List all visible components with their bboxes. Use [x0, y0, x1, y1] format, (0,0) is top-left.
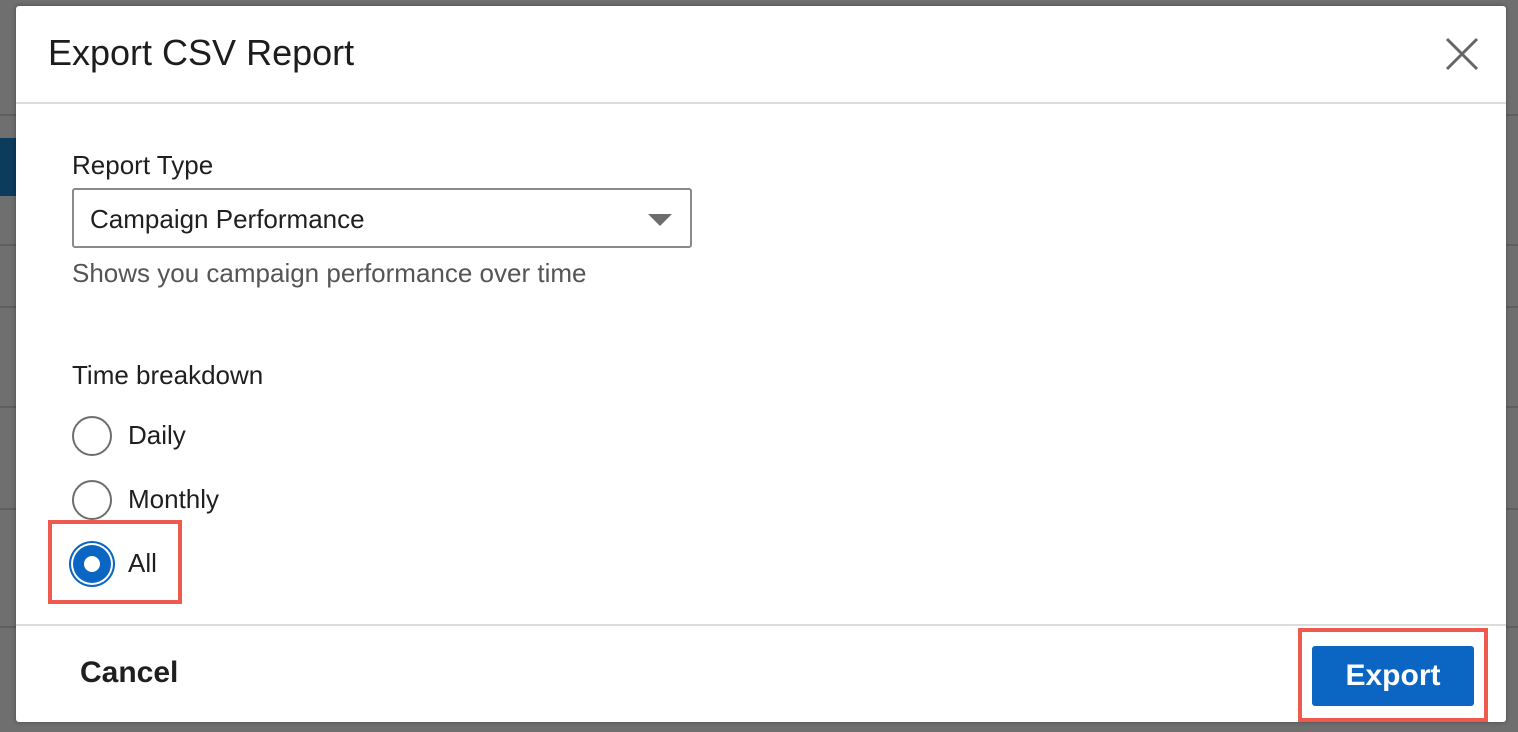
report-type-value: Campaign Performance — [90, 204, 365, 234]
radio-all[interactable]: All — [72, 544, 292, 588]
radio-button[interactable] — [72, 480, 112, 520]
time-breakdown-label: Time breakdown — [72, 360, 264, 390]
cancel-button[interactable]: Cancel — [80, 656, 179, 689]
chevron-down-icon — [648, 214, 672, 226]
report-type-help-text: Shows you campaign performance over time — [72, 258, 587, 288]
report-type-select[interactable]: Campaign Performance — [72, 188, 692, 248]
radio-label-all: All — [128, 548, 157, 578]
radio-label-daily: Daily — [128, 420, 186, 450]
close-button[interactable] — [1438, 30, 1486, 78]
modal-footer: Cancel Export — [16, 624, 1506, 724]
radio-button-selected[interactable] — [73, 545, 111, 583]
background-button-fragment — [0, 138, 16, 196]
radio-monthly[interactable]: Monthly — [72, 480, 292, 524]
radio-button[interactable] — [72, 416, 112, 456]
close-icon — [1445, 37, 1479, 71]
export-button[interactable]: Export — [1312, 646, 1474, 706]
radio-daily[interactable]: Daily — [72, 416, 292, 460]
modal-title: Export CSV Report — [48, 32, 355, 73]
report-type-label: Report Type — [72, 150, 214, 180]
export-csv-modal: Export CSV Report Report Type Campaign P… — [16, 6, 1506, 722]
radio-dot — [84, 556, 100, 572]
radio-label-monthly: Monthly — [128, 484, 220, 514]
modal-header: Export CSV Report — [16, 6, 1506, 104]
